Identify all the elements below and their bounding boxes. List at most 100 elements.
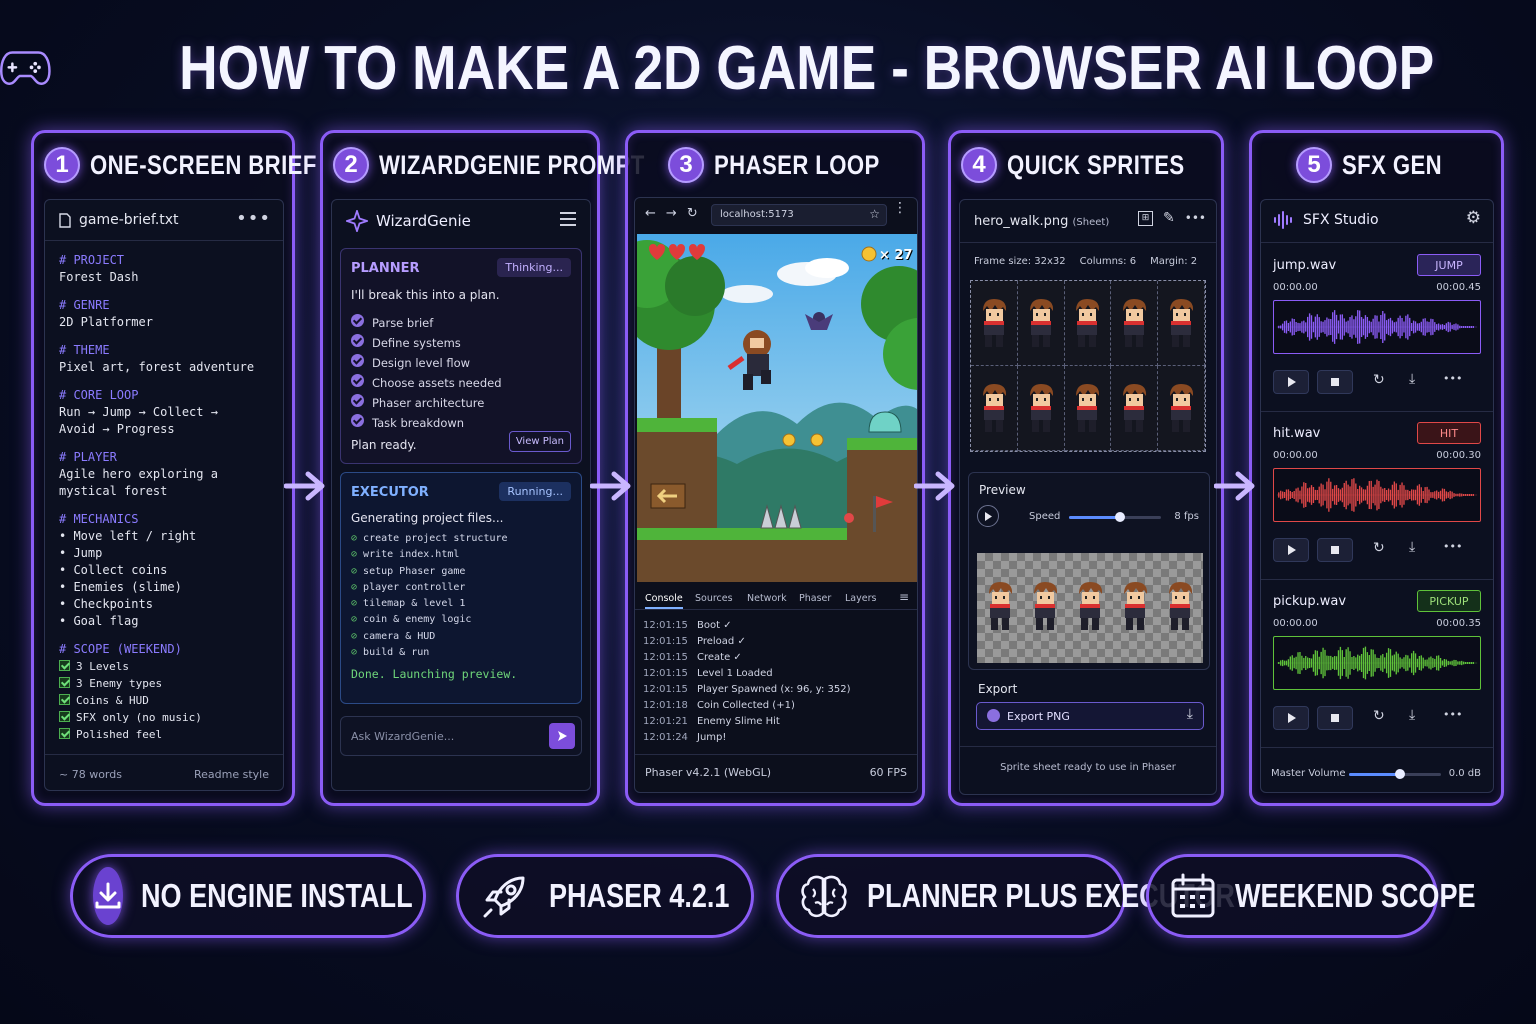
- panel-title: QUICK SPRITES: [1007, 149, 1185, 180]
- url-bar[interactable]: localhost:5173 ☆: [711, 204, 887, 226]
- sprite-frame[interactable]: [971, 281, 1018, 366]
- more-icon[interactable]: •••: [1443, 708, 1463, 721]
- download-icon[interactable]: ⤓: [1409, 371, 1416, 387]
- export-png-button[interactable]: Export PNG ⤓: [976, 702, 1204, 730]
- sprite-frame[interactable]: [1017, 366, 1065, 451]
- stop-button[interactable]: [1317, 706, 1353, 730]
- loop-icon[interactable]: ↻: [1373, 540, 1385, 556]
- scope-item: Coins & HUD: [76, 694, 149, 707]
- send-icon: [558, 731, 567, 741]
- sprite-file-tag: (Sheet): [1072, 217, 1110, 228]
- waveform[interactable]: [1273, 300, 1481, 354]
- more-icon[interactable]: •••: [236, 208, 271, 229]
- download-icon[interactable]: ⤓: [1409, 707, 1416, 723]
- more-icon[interactable]: •••: [1443, 540, 1463, 553]
- ask-input[interactable]: Ask WizardGenie...: [351, 730, 455, 743]
- play-button[interactable]: [1273, 538, 1309, 562]
- loop-icon[interactable]: ↻: [1373, 708, 1385, 724]
- menu-icon[interactable]: ≡: [898, 590, 909, 604]
- arrow-right-icon: [914, 471, 955, 501]
- plan-item: Design level flow: [372, 356, 471, 370]
- gear-icon[interactable]: ⚙: [1465, 208, 1481, 228]
- pencil-icon[interactable]: ✎: [1163, 210, 1175, 226]
- tab-sources[interactable]: Sources: [695, 593, 733, 604]
- kebab-icon[interactable]: ⋮: [893, 200, 907, 216]
- stop-button[interactable]: [1317, 370, 1353, 394]
- planner-label: PLANNER: [351, 261, 420, 276]
- sprite-frame[interactable]: [1064, 281, 1112, 366]
- more-icon[interactable]: •••: [1443, 372, 1463, 385]
- hero-sprite: [1029, 299, 1053, 347]
- fps-label: 8 fps: [1174, 511, 1199, 522]
- fps-counter: 60 FPS: [869, 766, 907, 779]
- brief-heading: # SCOPE (WEEKEND): [59, 642, 182, 656]
- checkbox-icon: [59, 694, 70, 705]
- clip-filename: hit.wav: [1273, 426, 1321, 441]
- send-button[interactable]: [549, 723, 575, 749]
- wizard-app-name: WizardGenie: [376, 212, 471, 230]
- reload-icon[interactable]: ↻: [686, 206, 698, 221]
- back-icon[interactable]: ←: [645, 206, 656, 221]
- waveform[interactable]: [1273, 636, 1481, 690]
- sprite-frame[interactable]: [1111, 281, 1159, 366]
- plan-item: Choose assets needed: [372, 376, 502, 390]
- view-plan-button[interactable]: View Plan: [508, 431, 571, 452]
- done-icon: ⊘: [351, 614, 364, 626]
- game-canvas[interactable]: [637, 234, 917, 582]
- tab-phaser[interactable]: Phaser: [799, 593, 832, 604]
- feature-pill-planner: PLANNER PLUS EXECUTOR: [776, 854, 1235, 938]
- play-button[interactable]: [1273, 706, 1309, 730]
- waveform[interactable]: [1273, 468, 1481, 522]
- pill-label: WEEKEND SCOPE: [1235, 877, 1476, 914]
- sprite-frame[interactable]: [1158, 281, 1205, 366]
- speed-slider[interactable]: [1069, 512, 1161, 522]
- master-volume-value: 0.0 dB: [1448, 768, 1481, 779]
- more-icon[interactable]: •••: [1184, 211, 1206, 225]
- sprite-frame[interactable]: [1064, 366, 1112, 451]
- menu-icon[interactable]: [560, 212, 576, 226]
- star-icon[interactable]: ☆: [869, 207, 880, 221]
- download-icon[interactable]: ⤓: [1409, 539, 1416, 555]
- word-count: ~ 78 words: [59, 768, 122, 781]
- step-number: 2: [333, 147, 369, 183]
- grid-icon[interactable]: ⊞: [1138, 210, 1154, 226]
- forward-icon[interactable]: →: [665, 206, 677, 221]
- step-number: 4: [961, 147, 997, 183]
- sprite-frame[interactable]: [1158, 366, 1205, 451]
- play-button[interactable]: [1273, 370, 1309, 394]
- log-time: 12:01:21: [643, 716, 688, 727]
- arrow-right-icon: [284, 471, 325, 501]
- check-circle-icon: [351, 394, 364, 407]
- master-volume-slider[interactable]: [1349, 769, 1441, 779]
- sprite-sheet-grid[interactable]: [970, 280, 1206, 452]
- sprite-frame[interactable]: [1111, 366, 1159, 451]
- panel-title: PHASER LOOP: [714, 149, 880, 180]
- loop-icon[interactable]: ↻: [1373, 372, 1385, 388]
- plan-item: Phaser architecture: [372, 396, 485, 410]
- plan-item: Parse brief: [372, 316, 434, 330]
- planner-card: PLANNER Thinking... I'll break this into…: [340, 248, 582, 464]
- tab-layers[interactable]: Layers: [845, 593, 877, 604]
- preview-frame: [1163, 580, 1197, 636]
- hero-sprite: [1124, 582, 1148, 630]
- waveform-icon: [1274, 211, 1292, 229]
- sprite-frame[interactable]: [1017, 281, 1065, 366]
- brief-value: Run → Jump → Collect →: [59, 405, 218, 419]
- preview-frame: [1028, 580, 1062, 636]
- scope-item: Polished feel: [76, 728, 163, 741]
- tab-console[interactable]: Console: [645, 593, 683, 609]
- clip-start-time: 00:00.00: [1273, 618, 1318, 629]
- sprite-ready-text: Sprite sheet ready to use in Phaser: [1000, 762, 1176, 773]
- exec-done-text: Done. Launching preview.: [351, 667, 518, 681]
- done-icon: ⊘: [351, 630, 364, 642]
- feature-pill-weekend: WEEKEND SCOPE: [1146, 854, 1476, 938]
- tab-network[interactable]: Network: [747, 593, 787, 604]
- sprite-frame[interactable]: [971, 366, 1018, 451]
- stop-button[interactable]: [1317, 538, 1353, 562]
- wizard-app-card: WizardGenie PLANNER Thinking... I'll bre…: [331, 199, 591, 791]
- play-button[interactable]: [977, 505, 999, 527]
- check-circle-icon: [351, 354, 364, 367]
